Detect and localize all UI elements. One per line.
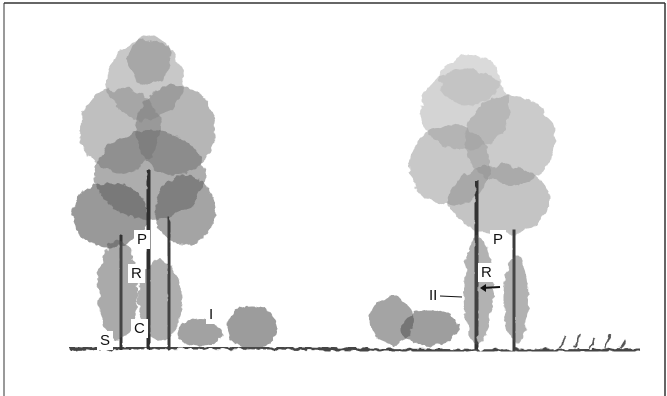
label-shrub-i: I: [206, 305, 216, 324]
label-left-p: P: [134, 230, 150, 249]
label-left-s: S: [97, 331, 113, 350]
label-left-c: C: [131, 319, 148, 338]
label-right-p: P: [490, 230, 506, 249]
ground-line: [70, 348, 640, 351]
label-left-r: R: [128, 264, 145, 283]
left-tree-group: [72, 36, 277, 350]
label-right-ii: II: [426, 286, 440, 305]
label-right-r: R: [478, 263, 495, 282]
right-tree-group: [370, 55, 625, 350]
